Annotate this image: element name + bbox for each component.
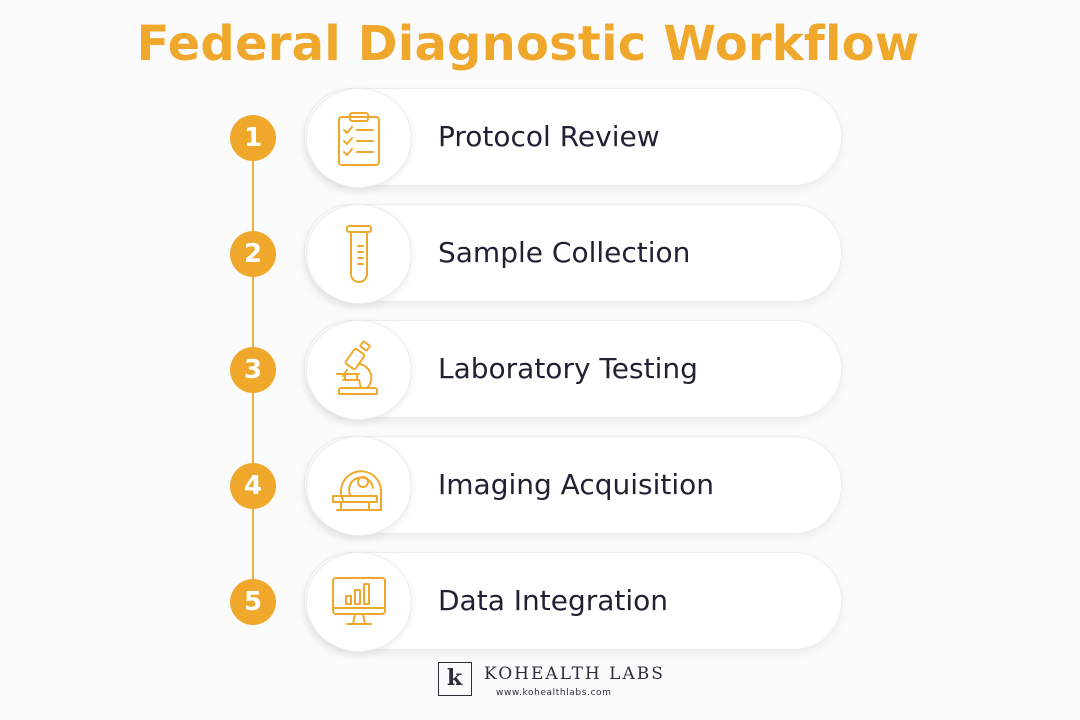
step-number-badge: 5: [230, 579, 276, 625]
step-label: Imaging Acquisition: [438, 468, 715, 501]
step-icon-circle: [306, 436, 412, 536]
step-label: Laboratory Testing: [438, 352, 698, 385]
test-tube-icon: [346, 225, 372, 283]
clipboard-checklist-icon: [338, 112, 380, 166]
brand-name: KOHEALTH LABS: [484, 664, 665, 684]
brand-url: www.kohealthlabs.com: [496, 688, 612, 698]
step-icon-circle: [306, 204, 412, 304]
microscope-icon: [336, 340, 378, 395]
step-label: Protocol Review: [438, 120, 660, 153]
page-title: Federal Diagnostic Workflow: [136, 16, 920, 72]
mri-scanner-icon: [332, 470, 383, 511]
step-number-badge: 1: [230, 115, 276, 161]
step-number-badge: 4: [230, 463, 276, 509]
step-label: Data Integration: [438, 584, 669, 617]
workflow-step: 3 Laboratory Testing: [0, 320, 1080, 420]
brand-logo: k: [438, 662, 472, 696]
workflow-step: 2 Sample Collection: [0, 204, 1080, 304]
step-number-badge: 2: [230, 231, 276, 277]
monitor-chart-icon: [332, 577, 386, 625]
step-icon-circle: [306, 320, 412, 420]
workflow-step: 1 Protocol Review: [0, 88, 1080, 188]
workflow-step: 5 Data Integration: [0, 552, 1080, 652]
step-number-badge: 3: [230, 347, 276, 393]
step-icon-circle: [306, 552, 412, 652]
step-icon-circle: [306, 88, 412, 188]
brand-logo-letter: k: [446, 665, 463, 691]
workflow-step: 4 Imaging Acquisition: [0, 436, 1080, 536]
step-label: Sample Collection: [438, 236, 691, 269]
